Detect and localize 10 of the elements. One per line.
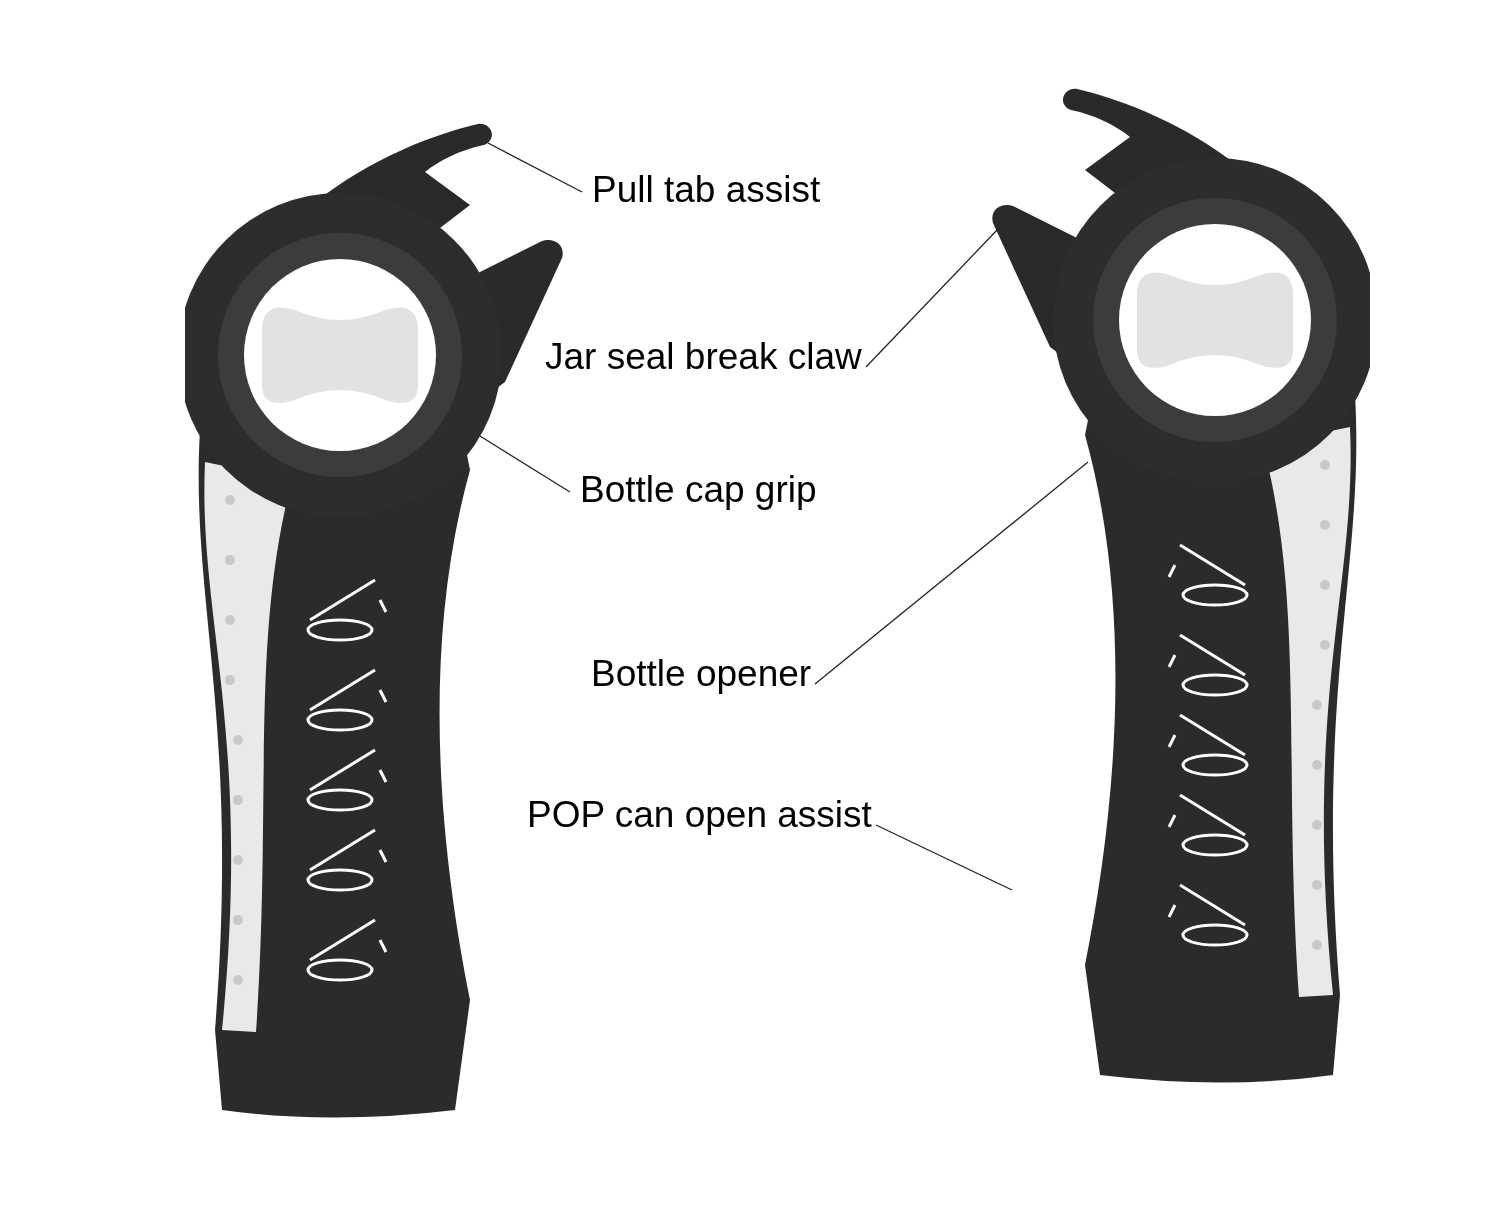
- part-label: Pull tab assist: [592, 166, 821, 214]
- part-label: POP can open assist: [527, 791, 872, 839]
- leader-line: [479, 435, 571, 493]
- part-label: Bottle opener: [591, 650, 812, 698]
- leader-line: [875, 824, 1013, 891]
- part-label: Bottle cap grip: [580, 466, 817, 514]
- leader-line: [814, 461, 1089, 685]
- leader-line: [865, 227, 1000, 368]
- part-label: Jar seal break claw: [545, 333, 862, 381]
- leader-line: [487, 142, 583, 193]
